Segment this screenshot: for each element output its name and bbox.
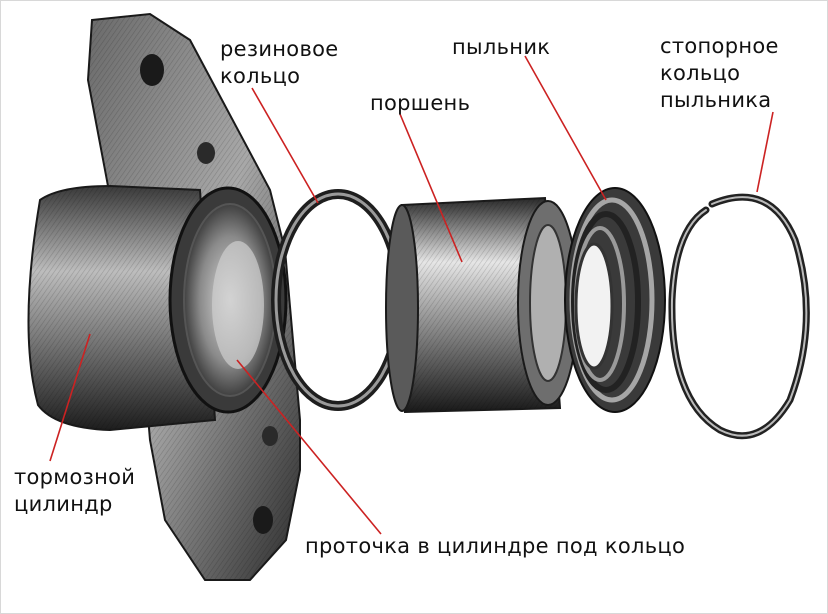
leader-line-brake-cylinder bbox=[49, 333, 91, 462]
label-rubber-ring: резиновое кольцо bbox=[220, 36, 339, 90]
label-brake-cylinder: тормозной цилиндр bbox=[14, 464, 135, 518]
label-line: резиновое bbox=[220, 37, 339, 61]
bolt-hole bbox=[262, 426, 278, 446]
label-groove: проточка в цилиндре под кольцо bbox=[305, 534, 686, 558]
retaining-ring-part bbox=[668, 193, 810, 440]
label-line: пыльника bbox=[660, 88, 772, 112]
leader-line-retaining-ring bbox=[756, 111, 774, 193]
boot-part bbox=[564, 187, 666, 413]
leader-line-groove bbox=[236, 359, 382, 535]
leader-line-boot bbox=[524, 55, 607, 201]
bolt-hole bbox=[140, 54, 164, 86]
bolt-hole bbox=[197, 142, 215, 164]
label-line: тормозной bbox=[14, 465, 136, 489]
label-line: цилиндр bbox=[14, 492, 113, 516]
rubber-ring-part bbox=[271, 189, 405, 411]
label-boot: пыльник bbox=[452, 35, 551, 59]
leader-line-rubber-ring bbox=[251, 87, 319, 204]
label-piston: поршень bbox=[370, 91, 471, 115]
leader-line-piston bbox=[399, 113, 463, 263]
label-line: кольцо bbox=[660, 61, 741, 85]
label-retaining-ring: стопорное кольцо пыльника bbox=[660, 33, 779, 114]
piston-part bbox=[385, 196, 579, 414]
label-line: стопорное bbox=[660, 34, 779, 58]
label-line: кольцо bbox=[220, 64, 301, 88]
bolt-hole bbox=[253, 506, 273, 534]
